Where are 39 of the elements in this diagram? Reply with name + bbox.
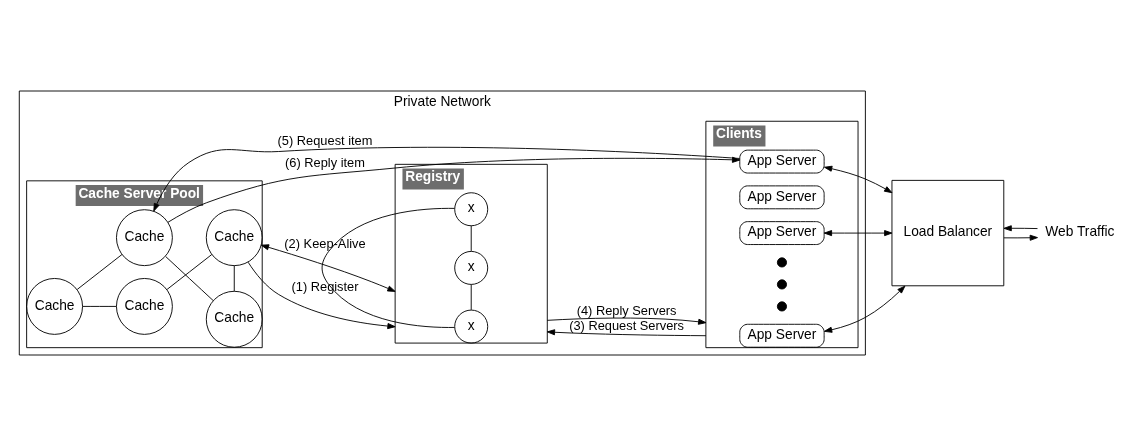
arrow — [824, 165, 893, 193]
node-circle — [776, 300, 787, 311]
connector — [76, 253, 123, 290]
node-circle: Cache — [205, 290, 263, 348]
node-circle: x — [454, 250, 489, 285]
node-box: App Server — [739, 184, 825, 209]
node-circle: Cache — [116, 277, 173, 335]
edge-label: (5) Request item — [277, 132, 373, 148]
node-text: Web Traffic — [1045, 223, 1115, 239]
connector — [470, 283, 472, 310]
node-box: App Server — [739, 220, 825, 245]
edge-label: (6) Reply item — [285, 154, 365, 170]
node-circle: x — [454, 191, 489, 226]
node-box: Load Balancer — [891, 179, 1005, 286]
edge-label: (3) Request Servers — [569, 317, 684, 333]
connector — [470, 224, 472, 251]
connector — [166, 253, 213, 290]
edge-label: (4) Reply Servers — [576, 302, 677, 318]
connector — [321, 207, 455, 328]
connector — [82, 305, 117, 307]
node-box: App Server — [739, 323, 825, 348]
arrow — [546, 328, 707, 336]
node-circle — [776, 278, 787, 289]
node-circle — [776, 256, 787, 267]
node-circle: Cache — [205, 208, 263, 266]
node-box: App Server — [739, 149, 825, 173]
arrow — [247, 261, 396, 329]
node-circle: x — [454, 309, 489, 344]
node-circle: Cache — [26, 277, 83, 335]
node-circle: Cache — [116, 208, 173, 266]
arrow — [1003, 224, 1038, 231]
connector — [165, 255, 214, 301]
edge-label: (1) Register — [291, 278, 359, 294]
arrow — [823, 229, 893, 236]
arrow — [1003, 234, 1038, 241]
arrow — [546, 317, 707, 325]
arrow — [824, 285, 906, 333]
connector — [233, 264, 235, 292]
arrow — [260, 243, 396, 292]
